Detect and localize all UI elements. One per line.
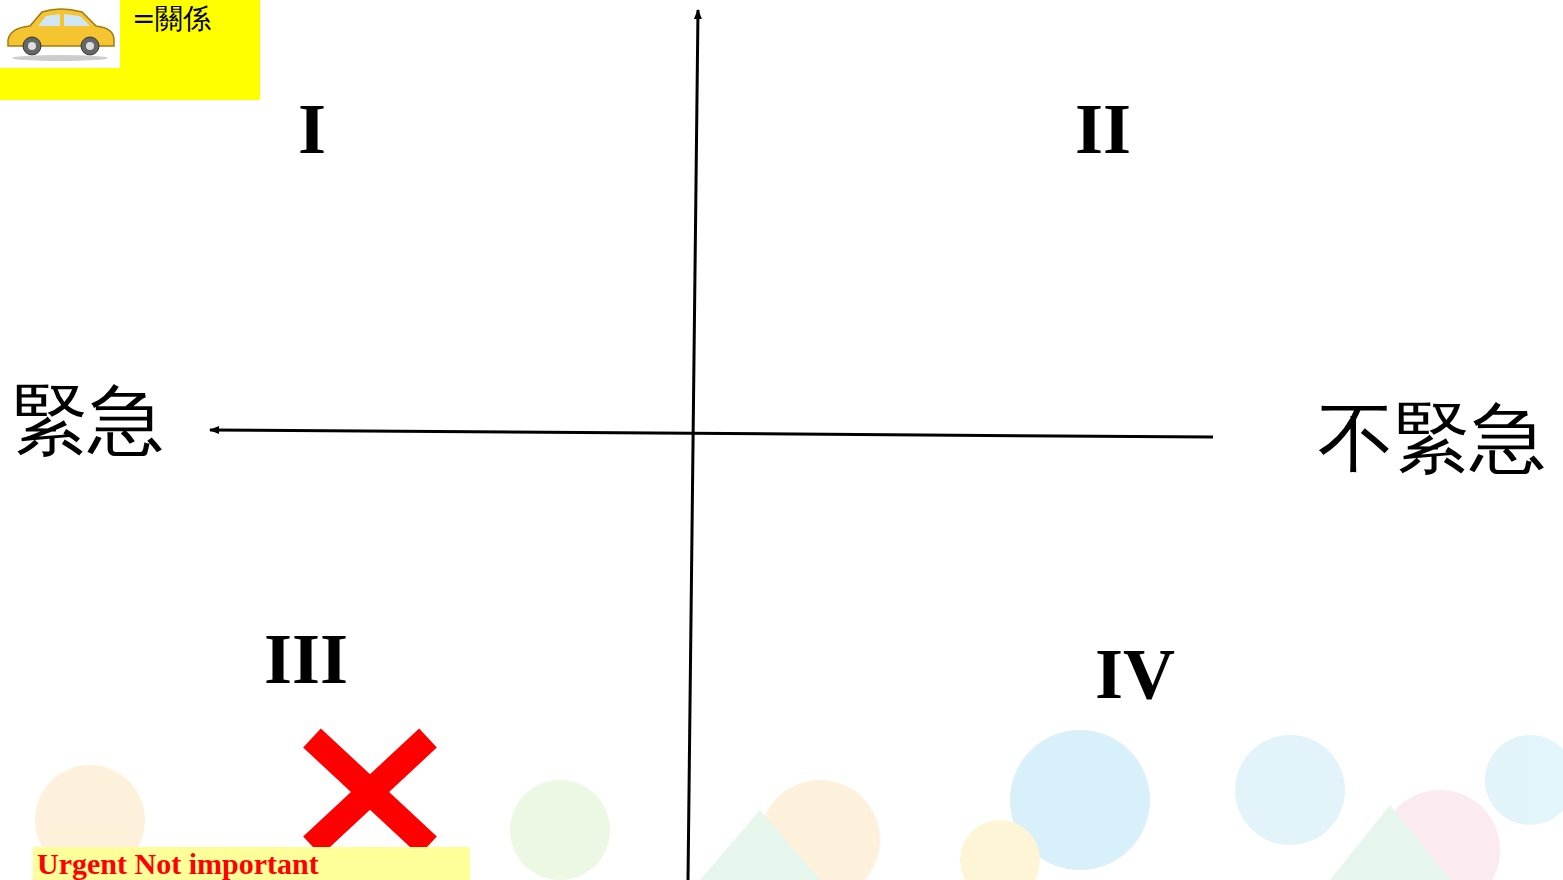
quadrant-note-box: Urgent Not important	[33, 847, 470, 880]
horizontal-axis	[210, 430, 1213, 437]
axis-label: 緊急	[12, 378, 164, 462]
legend-text: =關係	[132, 4, 211, 35]
car-icon	[0, 0, 120, 68]
red-cross	[312, 738, 428, 846]
quadrant-number: I	[298, 90, 326, 169]
quadrant-number: III	[264, 620, 348, 699]
legend-box: =關係	[0, 0, 260, 100]
vertical-axis	[688, 10, 698, 880]
quadrant-number: II	[1075, 90, 1131, 169]
axis-label: 不緊急	[1318, 396, 1546, 480]
flower-decoration	[35, 730, 1563, 880]
quadrant-number: IV	[1095, 635, 1175, 714]
note-text: Urgent Not important	[37, 847, 319, 880]
